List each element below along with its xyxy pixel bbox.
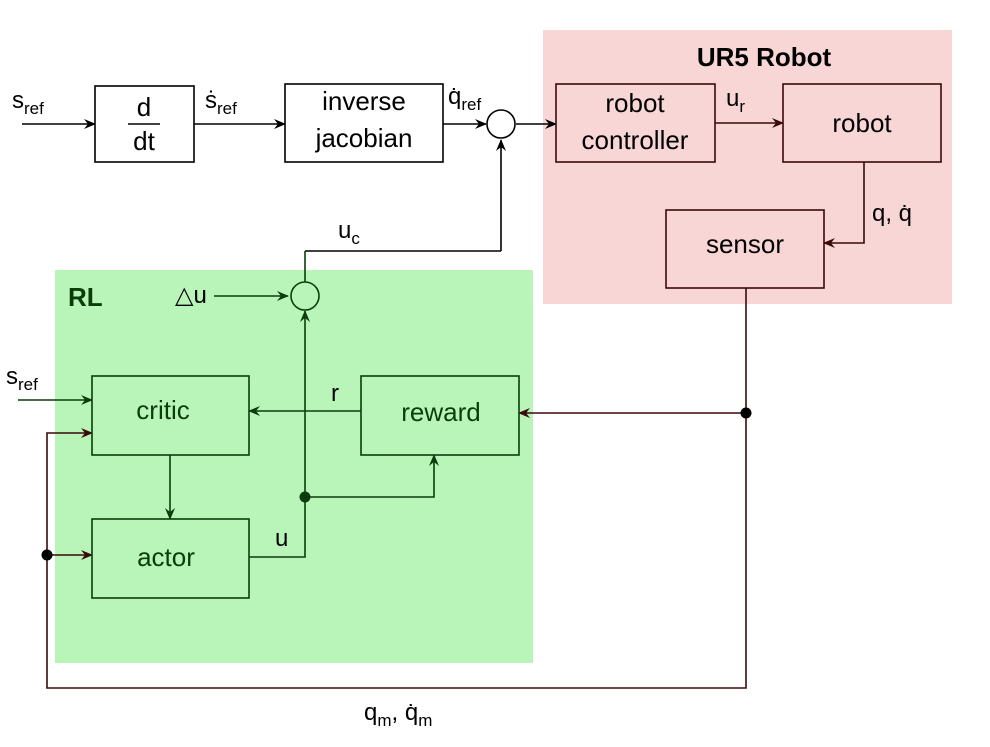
signal-s-ref-rl: sref <box>6 363 38 394</box>
sensor-label: sensor <box>706 229 784 259</box>
derivative-numerator: d <box>137 92 151 122</box>
inverse-jacobian-line1: inverse <box>322 86 406 116</box>
summing-junction-top <box>486 109 516 139</box>
junction-dot-sensor <box>740 407 752 419</box>
junction-dot-u <box>299 491 311 503</box>
rl-title: RL <box>68 282 103 312</box>
robot-block <box>782 83 942 163</box>
inverse-jacobian-block <box>284 83 444 163</box>
critic-label: critic <box>136 395 189 425</box>
derivative-denominator: dt <box>133 126 155 156</box>
robot-controller-line1: robot <box>605 88 665 118</box>
robot-controller-line2: controller <box>582 125 689 155</box>
sensor-block <box>665 209 825 289</box>
junction-dot-feedback <box>41 549 53 561</box>
critic-block <box>91 375 250 456</box>
signal-u-c: uc <box>338 217 360 248</box>
signal-s-ref-input: sref <box>12 87 44 118</box>
signal-u-r: ur <box>726 85 745 116</box>
signal-u: u <box>275 525 288 552</box>
summing-junction-rl <box>290 281 320 311</box>
signal-r: r <box>331 380 339 407</box>
actor-block <box>91 518 250 599</box>
signal-q-qdot: q, q̇ <box>872 200 912 227</box>
reward-block <box>360 375 520 456</box>
signal-delta-u: △u <box>175 282 207 309</box>
robot-controller-block <box>555 83 716 163</box>
signal-s-ref-dot: ṡref <box>205 87 237 118</box>
actor-label: actor <box>137 542 195 572</box>
inverse-jacobian-line2: jacobian <box>315 123 413 153</box>
derivative-block <box>94 85 195 163</box>
signal-q-m: qm, q̇m <box>364 699 432 730</box>
reward-label: reward <box>401 397 480 427</box>
ur5-robot-title: UR5 Robot <box>697 42 832 72</box>
robot-label: robot <box>832 108 892 138</box>
signal-q-ref-dot: q̇ref <box>448 83 481 114</box>
rl-region <box>55 270 533 663</box>
